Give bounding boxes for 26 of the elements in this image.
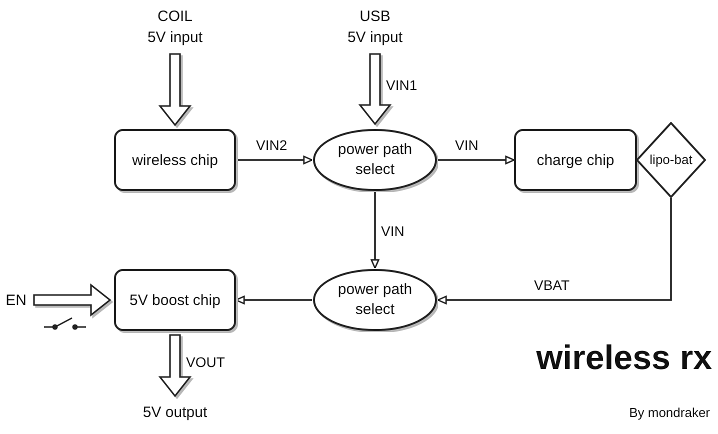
input-label: 5V input (147, 28, 203, 48)
enable-label: EN (6, 290, 26, 310)
battery-label: lipo-bat (650, 151, 692, 169)
arrow (370, 192, 380, 269)
chip-label: wireless chip (132, 150, 218, 170)
arrow (235, 296, 312, 304)
output-label: 5V output (142, 402, 208, 422)
block-arrow (33, 283, 112, 317)
arrow (438, 156, 515, 164)
author-credit: By mondraker (629, 404, 710, 422)
block-arrow (158, 334, 192, 398)
chip-block (514, 129, 637, 191)
input-label: COIL (157, 7, 192, 27)
input-label: USB (360, 7, 390, 27)
chip-block (114, 129, 236, 191)
block-arrow (158, 53, 192, 126)
chip-label: charge chip (536, 150, 614, 170)
arrow (437, 198, 672, 304)
block-arrow (358, 53, 392, 126)
selector-label: power path select (336, 280, 414, 320)
arrow (236, 156, 313, 164)
chip-label: 5V boost chip (130, 290, 220, 310)
selector-label: power path select (336, 140, 414, 180)
input-label: 5V input (347, 28, 403, 48)
chip-block (114, 269, 236, 331)
diagram-title: wireless rx (536, 338, 712, 378)
